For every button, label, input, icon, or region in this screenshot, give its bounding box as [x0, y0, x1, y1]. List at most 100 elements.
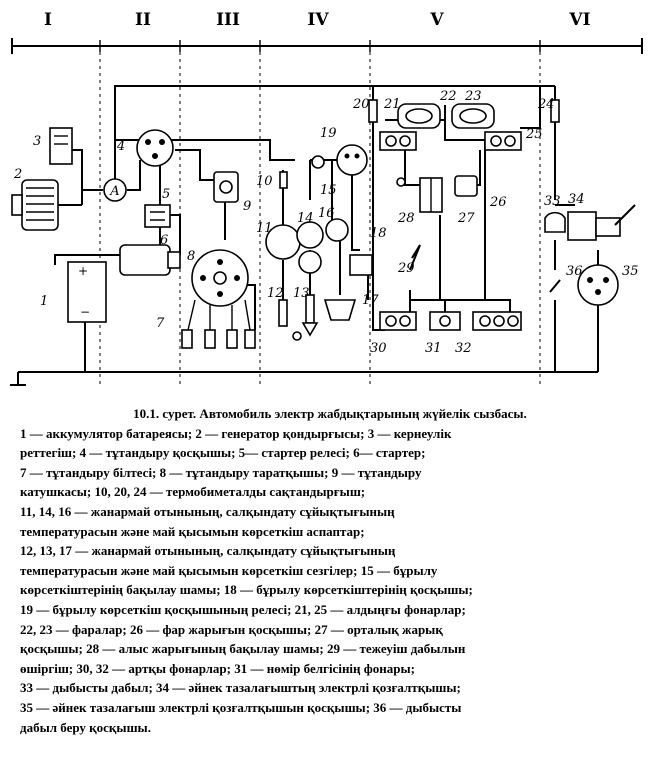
- turn-signal-switch: [349, 254, 373, 276]
- caption-line: 19 — бұрылу көрсеткіш қосқышының релесі;…: [20, 601, 466, 617]
- caption-line: температурасын және май қысымын көрсеткі…: [20, 523, 365, 539]
- spark-plugs: [181, 299, 256, 349]
- turn-indicator-lamp: [311, 155, 325, 169]
- high-beam-lamp: [396, 177, 406, 187]
- component-number: 10: [256, 174, 273, 189]
- component-number: 28: [397, 211, 415, 226]
- component-number: 20: [352, 97, 370, 112]
- component-number: 33: [544, 194, 561, 209]
- plate-lamp-31: [429, 311, 461, 331]
- caption-line: 1 — аккумулятор батареясы; 2 — генератор…: [20, 425, 452, 441]
- component-number: 29: [397, 261, 415, 276]
- rear-lamp-32: [472, 311, 522, 331]
- wiper-motor: [567, 204, 636, 241]
- gauge-14: [296, 221, 324, 274]
- horn-button: [549, 279, 561, 293]
- component-number: 24: [537, 97, 555, 112]
- section-label: II: [135, 10, 151, 30]
- ammeter: A: [103, 178, 127, 202]
- component-number: 3: [33, 134, 41, 149]
- wiring-diagram: I II III IV V VI: [10, 10, 643, 386]
- section-label: VI: [568, 10, 590, 30]
- component-number: 22: [439, 89, 457, 104]
- component-number: 13: [293, 286, 310, 301]
- front-lamp-25: [484, 131, 522, 151]
- caption-line: 33 — дыбысты дабыл; 34 — әйнек тазалағыш…: [20, 680, 461, 696]
- component-number: 32: [455, 341, 472, 356]
- component-number: 31: [425, 341, 442, 356]
- section-label: IV: [307, 10, 329, 30]
- component-number: 23: [464, 89, 482, 104]
- caption-line: 22, 23 — фаралар; 26 — фар жарығын қосқы…: [20, 621, 443, 637]
- caption-line: 7 — тұтандыру білтесі; 8 — тұтандыру тар…: [20, 464, 422, 480]
- headlight-23: [451, 103, 495, 129]
- caption-line: көрсеткіштерінің бақылау шамы; 18 — бұры…: [20, 582, 473, 598]
- section-header: I II III IV V VI: [11, 10, 643, 385]
- component-number: 15: [320, 183, 337, 198]
- component-number: 25: [525, 127, 543, 142]
- component-number: 11: [256, 221, 273, 236]
- component-number: 35: [622, 264, 639, 279]
- caption-line: 11, 14, 16 — жанармай отынының, салқында…: [20, 503, 395, 519]
- ignition-switch: [136, 129, 174, 167]
- caption-line: температурасын және май қысымын көрсеткі…: [20, 562, 438, 578]
- component-number: 8: [187, 249, 195, 264]
- component-number: 16: [318, 206, 335, 221]
- component-number: 34: [568, 192, 585, 207]
- component-number: 21: [383, 97, 401, 112]
- caption-title: 10.1. сурет. Автомобиль электр жабдықтар…: [133, 406, 527, 421]
- component-numbers: 1 2 3 4 5 6 7 8 9 10 11 12 13 14 15 16 1…: [13, 89, 639, 356]
- svg-text:A: A: [109, 184, 119, 199]
- battery: +−: [67, 261, 107, 323]
- gauge-16: [325, 218, 349, 242]
- generator: [11, 179, 59, 231]
- front-lamp-21: [379, 131, 417, 151]
- component-number: 14: [297, 211, 314, 226]
- component-number: 17: [362, 293, 379, 308]
- sensor-12: [278, 299, 302, 341]
- caption-line: дабыл беру қосқышы.: [20, 719, 151, 735]
- distributor: [191, 249, 249, 307]
- component-number: 27: [457, 211, 475, 226]
- component-number: 2: [13, 167, 22, 182]
- svg-text:+: +: [78, 264, 88, 278]
- sensor-13: [301, 294, 319, 337]
- caption-line: өшіргіш; 30, 32 — артқы фонарлар; 31 — н…: [20, 660, 415, 676]
- section-label: I: [44, 10, 52, 30]
- component-number: 5: [162, 187, 170, 202]
- section-label: V: [429, 10, 444, 30]
- fuse-10: [279, 171, 288, 189]
- rear-lamp-30: [379, 311, 417, 331]
- caption-line: 12, 13, 17 — жанармай отынының, салқында…: [20, 543, 396, 559]
- headlight-22: [397, 103, 441, 129]
- svg-text:−: −: [80, 305, 90, 319]
- dimmer-switch: [454, 175, 478, 197]
- component-number: 36: [566, 264, 583, 279]
- ignition-coil: [213, 171, 239, 203]
- wiring: [10, 85, 599, 386]
- voltage-regulator: [49, 127, 73, 165]
- central-light-switch: [419, 177, 443, 213]
- sensor-17: [323, 299, 357, 321]
- caption-line: 35 — әйнек тазалағыш электрлі қозғалтқыш…: [20, 699, 462, 715]
- component-number: 12: [267, 286, 284, 301]
- component-number: 1: [40, 294, 48, 309]
- component-number: 6: [160, 233, 168, 248]
- fuse-20: [368, 99, 378, 123]
- component-number: 26: [489, 195, 507, 210]
- component-number: 30: [370, 341, 387, 356]
- caption-line: қосқышы; 28 — алыс жарығының бақылау шам…: [20, 641, 466, 657]
- brake-switch: [411, 244, 421, 259]
- starter: [119, 244, 181, 276]
- wiper-switch: [577, 264, 619, 306]
- caption-line: реттегіш; 4 — тұтандыру қосқышы; 5— стар…: [20, 445, 426, 461]
- turn-signal-relay: [336, 144, 368, 176]
- component-number: 4: [116, 139, 125, 154]
- figure-caption: 10.1. сурет. Автомобиль электр жабдықтар…: [20, 404, 640, 737]
- starter-relay: [144, 204, 171, 228]
- caption-line: катушкасы; 10, 20, 24 — термобиметалды с…: [20, 484, 366, 500]
- component-number: 7: [156, 316, 165, 331]
- fuse-24: [550, 99, 560, 123]
- horn: [544, 211, 566, 233]
- component-number: 9: [243, 199, 251, 214]
